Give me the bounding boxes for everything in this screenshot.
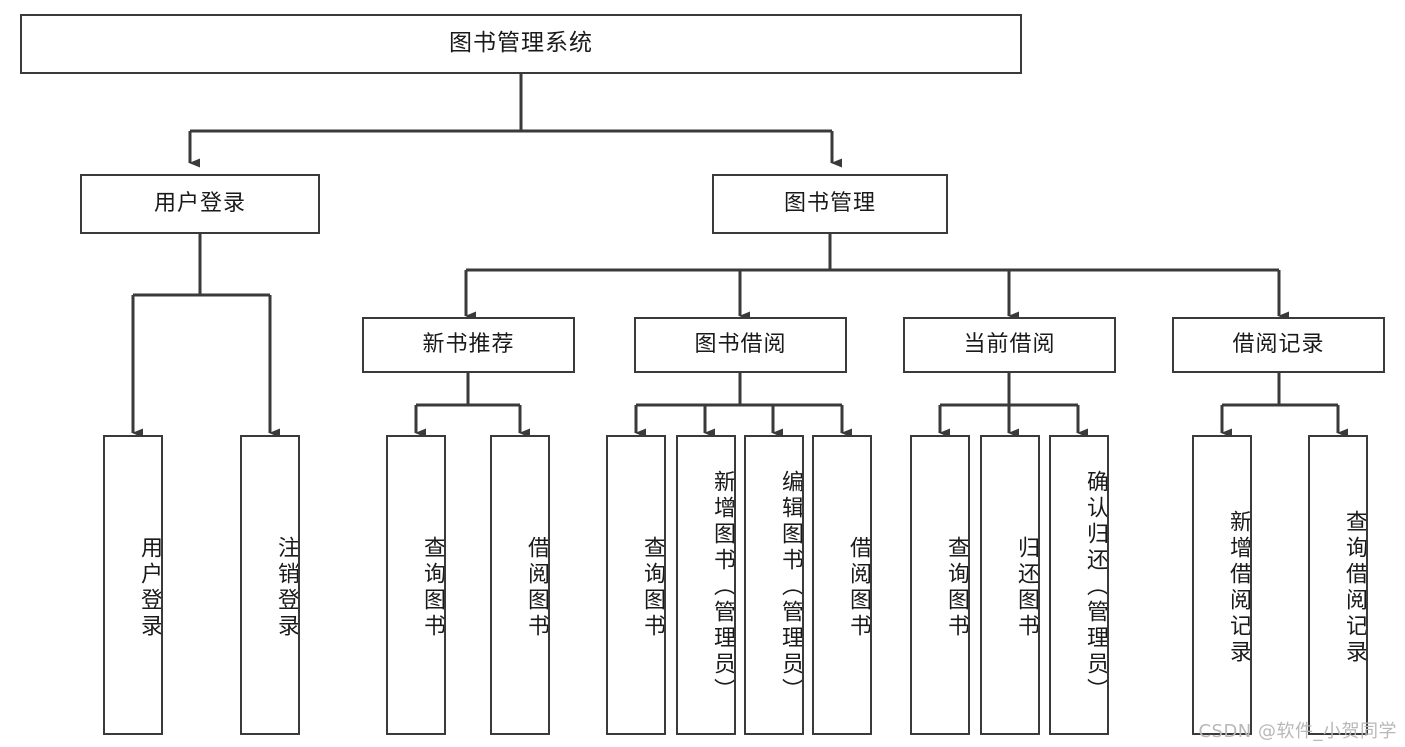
leaf-new-book-query[interactable]: 查询图书 <box>386 435 446 735</box>
leaf-book-borrow-edit-admin[interactable]: 编辑图书（管理员） <box>744 435 804 735</box>
leaf-label: 新增借阅记录 <box>1226 510 1251 666</box>
leaf-borrow-record-query[interactable]: 查询借阅记录 <box>1308 435 1368 735</box>
node-book-borrow[interactable]: 图书借阅 <box>634 317 847 373</box>
leaf-label: 借阅图书 <box>846 536 871 640</box>
leaf-book-borrow-borrow[interactable]: 借阅图书 <box>812 435 872 735</box>
leaf-book-borrow-add-admin[interactable]: 新增图书（管理员） <box>676 435 736 735</box>
leaf-borrow-record-add[interactable]: 新增借阅记录 <box>1192 435 1252 735</box>
node-root-label: 图书管理系统 <box>449 30 593 57</box>
node-user-login-label: 用户登录 <box>153 190 246 216</box>
node-book-borrow-label: 图书借阅 <box>694 331 787 357</box>
leaf-label: 确认归还（管理员） <box>1083 470 1108 704</box>
leaf-label: 编辑图书（管理员） <box>778 470 803 704</box>
node-current-borrow[interactable]: 当前借阅 <box>903 317 1116 373</box>
leaf-label: 借阅图书 <box>524 536 549 640</box>
leaf-label: 归还图书 <box>1014 536 1039 640</box>
node-borrow-record-label: 借阅记录 <box>1232 331 1325 357</box>
node-root-system[interactable]: 图书管理系统 <box>20 14 1022 74</box>
leaf-current-borrow-confirm-admin[interactable]: 确认归还（管理员） <box>1049 435 1109 735</box>
node-borrow-record[interactable]: 借阅记录 <box>1172 317 1385 373</box>
node-new-book-recommend[interactable]: 新书推荐 <box>362 317 575 373</box>
leaf-label: 查询图书 <box>640 536 665 640</box>
node-book-management-label: 图书管理 <box>783 190 876 216</box>
leaf-label: 查询图书 <box>420 536 445 640</box>
leaf-label: 查询借阅记录 <box>1342 510 1367 666</box>
leaf-book-borrow-query[interactable]: 查询图书 <box>606 435 666 735</box>
leaf-label: 注销登录 <box>274 536 299 640</box>
leaf-current-borrow-return[interactable]: 归还图书 <box>980 435 1040 735</box>
leaf-label: 新增图书（管理员） <box>710 470 735 704</box>
leaf-user-login-logout[interactable]: 注销登录 <box>240 435 300 735</box>
leaf-label: 用户登录 <box>137 536 162 640</box>
node-user-login[interactable]: 用户登录 <box>80 174 320 234</box>
leaf-label: 查询图书 <box>944 536 969 640</box>
node-new-book-recommend-label: 新书推荐 <box>422 331 515 357</box>
leaf-new-book-borrow[interactable]: 借阅图书 <box>490 435 550 735</box>
leaf-user-login-login[interactable]: 用户登录 <box>103 435 163 735</box>
node-current-borrow-label: 当前借阅 <box>963 331 1056 357</box>
node-book-management[interactable]: 图书管理 <box>712 174 948 234</box>
leaf-current-borrow-query[interactable]: 查询图书 <box>910 435 970 735</box>
